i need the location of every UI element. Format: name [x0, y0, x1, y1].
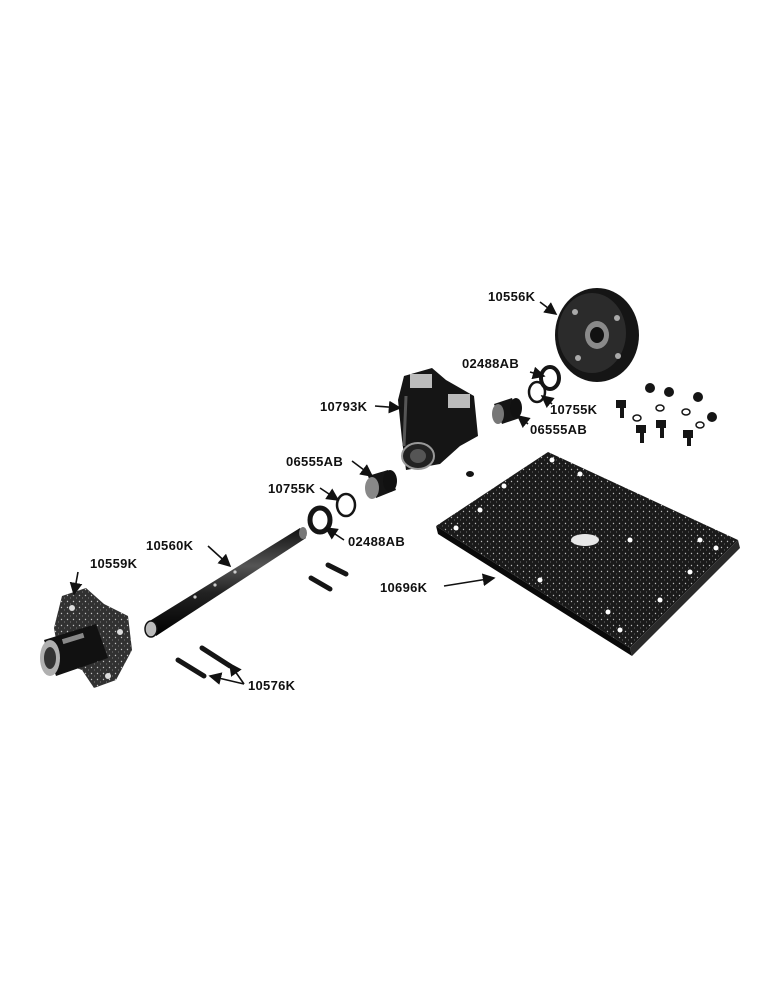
- pins-part: [175, 645, 233, 679]
- ring-top-part: [527, 380, 547, 404]
- hub-part: [40, 588, 132, 688]
- leader-lines: [69, 301, 558, 685]
- ring-left-part: [335, 492, 357, 518]
- shaft-part: [144, 527, 307, 638]
- label-10559k: 10559K: [90, 556, 138, 571]
- label-10755k-top: 10755K: [550, 402, 598, 417]
- base-plate-part: [436, 452, 740, 656]
- bushing-left-part: [365, 470, 397, 499]
- small-pins-part: [308, 562, 349, 592]
- label-10560k: 10560K: [146, 538, 194, 553]
- label-06555ab-left: 06555AB: [286, 454, 343, 469]
- cover-plate-part: [555, 288, 639, 382]
- washer-left-part: [307, 505, 333, 535]
- bolts-and-nuts-part: [616, 383, 717, 446]
- bracket-part: [398, 368, 478, 477]
- bushing-top-part: [492, 398, 522, 424]
- label-02488ab-left: 02488AB: [348, 534, 405, 549]
- label-10576k: 10576K: [248, 678, 296, 693]
- label-10755k-left: 10755K: [268, 481, 316, 496]
- label-10793k: 10793K: [320, 399, 368, 414]
- label-06555ab-top: 06555AB: [530, 422, 587, 437]
- label-10556k: 10556K: [488, 289, 536, 304]
- label-02488ab-top: 02488AB: [462, 356, 519, 371]
- label-10696k: 10696K: [380, 580, 428, 595]
